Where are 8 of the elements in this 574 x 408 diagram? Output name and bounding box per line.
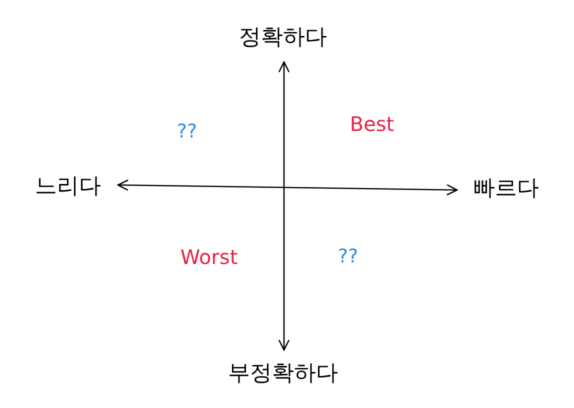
quadrant-label: Worst [180, 247, 238, 267]
axis-label: 느리다 [35, 176, 101, 198]
axis-label: 부정확하다 [228, 363, 338, 385]
axis-label: 정확하다 [239, 27, 327, 49]
quadrant-label: ?? [338, 248, 358, 266]
axis-label: 빠르다 [473, 178, 539, 200]
quadrant-label: Best [350, 114, 394, 134]
quadrant-label: ?? [176, 122, 198, 142]
